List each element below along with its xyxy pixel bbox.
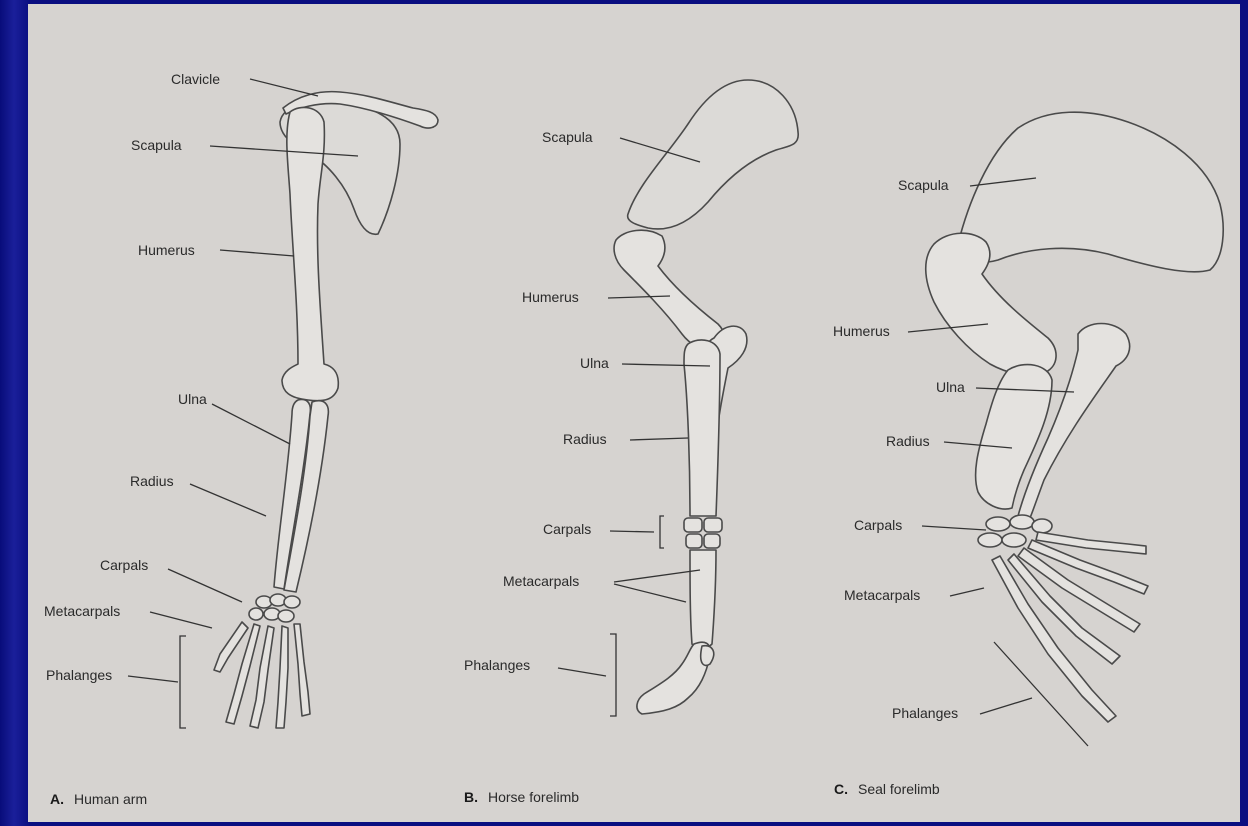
horse-forelimb-figure <box>614 80 798 714</box>
seal-caption: C. Seal forelimb <box>834 781 940 798</box>
horse-caption-text: Horse forelimb <box>488 789 579 805</box>
seal-flipper-digits <box>992 532 1148 722</box>
horse-carpals-leader <box>610 531 654 532</box>
horse-phalanges-bones <box>637 642 710 714</box>
horse-phalanges-label: Phalanges <box>464 657 530 673</box>
seal-radius-label: Radius <box>886 433 930 449</box>
horse-scapula-label: Scapula <box>542 129 593 145</box>
horse-scapula-bone <box>628 80 799 229</box>
human-phalanges-label: Phalanges <box>46 667 112 683</box>
human-clavicle-label: Clavicle <box>171 71 220 87</box>
horse-metacarpals-leader-2 <box>614 584 686 602</box>
horse-metacarpals-leader-1 <box>614 570 700 582</box>
horse-metacarpals-label: Metacarpals <box>503 573 579 589</box>
horse-caption-letter: B. <box>464 789 478 805</box>
seal-caption-text: Seal forelimb <box>858 781 940 797</box>
horse-phalanges-bracket <box>610 634 616 716</box>
horse-ulna-label: Ulna <box>580 355 609 371</box>
captions: A. Human arm B. Horse forelimb C. Seal f… <box>50 781 940 808</box>
human-metacarpals-label: Metacarpals <box>44 603 120 619</box>
horse-humerus-bone <box>614 230 724 350</box>
human-metacarpals-leader <box>150 612 212 628</box>
human-ulna-label: Ulna <box>178 391 207 407</box>
human-carpals-bones <box>249 594 300 622</box>
textbook-page: Clavicle Scapula Humerus Ulna Radius Car… <box>28 4 1240 822</box>
horse-humerus-label: Humerus <box>522 289 579 305</box>
horse-carpals-bones <box>684 518 722 548</box>
human-carpals-leader <box>168 569 242 602</box>
horse-radius-leader <box>630 438 688 440</box>
seal-metacarpals-leader <box>950 588 984 596</box>
horse-carpals-bracket <box>660 516 664 548</box>
human-phalanges-bracket <box>180 636 186 728</box>
seal-phalanges-leader <box>980 698 1032 714</box>
seal-carpals-bones <box>978 515 1052 547</box>
seal-ulna-label: Ulna <box>936 379 965 395</box>
human-radius-label: Radius <box>130 473 174 489</box>
human-clavicle-leader <box>250 79 318 96</box>
horse-carpals-label: Carpals <box>543 521 591 537</box>
forelimb-homology-diagram: Clavicle Scapula Humerus Ulna Radius Car… <box>28 4 1240 822</box>
human-scapula-label: Scapula <box>131 137 182 153</box>
human-caption-letter: A. <box>50 791 64 807</box>
human-phalanges-leader <box>128 676 178 682</box>
seal-phalanges-bracket <box>994 642 1088 746</box>
human-carpals-label: Carpals <box>100 557 148 573</box>
seal-phalanges-label: Phalanges <box>892 705 958 721</box>
seal-carpals-leader <box>922 526 986 530</box>
horse-phalanges-leader <box>558 668 606 676</box>
human-ulna-leader <box>212 404 290 444</box>
human-radius-leader <box>190 484 266 516</box>
horse-metacarpal-bone <box>690 550 716 649</box>
human-hand-digits <box>214 622 310 728</box>
seal-carpals-label: Carpals <box>854 517 902 533</box>
horse-radius-label: Radius <box>563 431 607 447</box>
horse-caption: B. Horse forelimb <box>464 789 579 806</box>
seal-forelimb-figure <box>926 112 1223 722</box>
seal-metacarpals-label: Metacarpals <box>844 587 920 603</box>
human-humerus-leader <box>220 250 294 256</box>
human-caption-text: Human arm <box>74 791 147 807</box>
human-arm-figure <box>214 92 438 728</box>
human-caption: A. Human arm <box>50 791 147 808</box>
human-humerus-label: Humerus <box>138 242 195 258</box>
seal-caption-letter: C. <box>834 781 848 797</box>
seal-humerus-label: Humerus <box>833 323 890 339</box>
seal-scapula-label: Scapula <box>898 177 949 193</box>
seal-scapula-bone <box>958 112 1223 272</box>
